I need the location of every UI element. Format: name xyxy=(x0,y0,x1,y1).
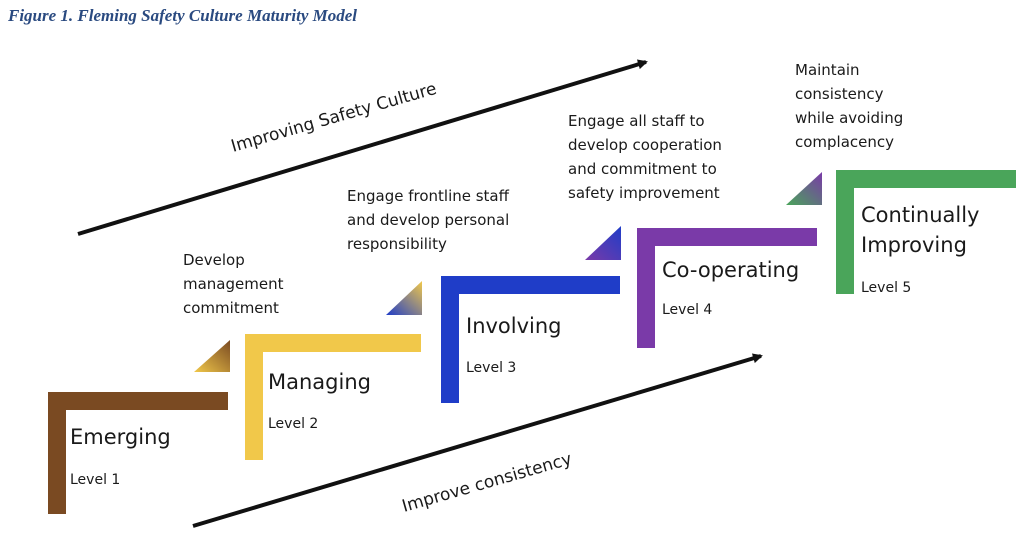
transition-description: while avoiding xyxy=(795,109,903,127)
step-level-label: Level 1 xyxy=(70,472,120,488)
transition-description: management xyxy=(183,275,284,293)
step-level-label: Level 2 xyxy=(268,416,318,432)
step-name: Continually xyxy=(861,203,979,227)
transition-description: Develop xyxy=(183,251,245,269)
step-shape xyxy=(637,228,817,348)
consistency-arrow-label: Improve consistency xyxy=(400,449,574,517)
figure-title: Figure 1. Fleming Safety Culture Maturit… xyxy=(8,6,358,25)
step-name: Co-operating xyxy=(662,258,799,282)
transition-triangle xyxy=(194,340,230,372)
transition-description: develop cooperation xyxy=(568,136,722,154)
transition-triangle xyxy=(786,172,822,205)
step-name: Managing xyxy=(268,370,371,394)
transition-description: Maintain xyxy=(795,61,860,79)
transition-3: Engage all staff to develop cooperation an… xyxy=(568,112,722,260)
transition-triangle xyxy=(386,281,422,315)
transition-description: responsibility xyxy=(347,235,447,253)
transition-description: safety improvement xyxy=(568,184,720,202)
step-shape xyxy=(441,276,620,403)
step-name: Involving xyxy=(466,314,562,338)
transition-description: consistency xyxy=(795,85,884,103)
transition-description: Engage all staff to xyxy=(568,112,705,130)
transition-description: commitment xyxy=(183,299,279,317)
transition-4: Maintain consistency while avoiding complac… xyxy=(786,61,903,205)
transition-1: Develop management commitment xyxy=(183,251,284,372)
step-level-label: Level 3 xyxy=(466,360,516,376)
transition-description: complacency xyxy=(795,133,894,151)
transition-triangle xyxy=(585,226,621,260)
improving-arrow-label: Improving Safety Culture xyxy=(229,79,439,157)
step-level-label: Level 4 xyxy=(662,302,712,318)
step-name: Improving xyxy=(861,233,967,257)
transition-description: and develop personal xyxy=(347,211,509,229)
improving-arrow xyxy=(77,59,648,236)
step-shape xyxy=(836,170,1016,294)
step-name: Emerging xyxy=(70,425,171,449)
consistency-arrow xyxy=(192,353,763,528)
transition-description: Engage frontline staff xyxy=(347,187,510,205)
step-shape xyxy=(48,392,228,514)
step-level-label: Level 5 xyxy=(861,280,911,296)
step-shape xyxy=(245,334,421,460)
transition-2: Engage frontline staff and develop person… xyxy=(347,187,510,315)
transition-description: and commitment to xyxy=(568,160,717,178)
